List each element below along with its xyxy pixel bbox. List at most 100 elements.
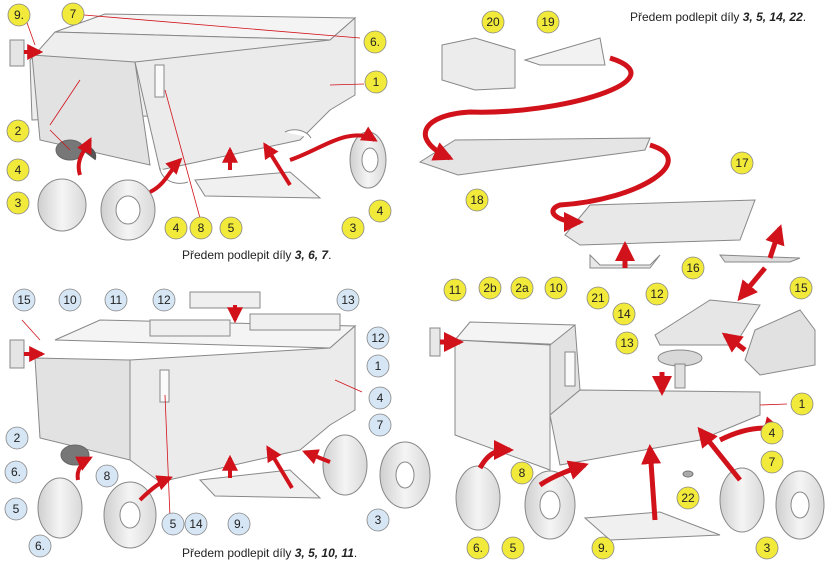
part-bubble-label: 3: [764, 541, 771, 555]
part-bubble-label: 5: [510, 541, 517, 555]
part-bubble: 15: [12, 288, 36, 312]
part-bubble-circle: [61, 2, 85, 26]
part-bubble: 20: [481, 10, 505, 34]
part-bubble-label: 8: [198, 221, 205, 235]
part-bubble-circle: [6, 119, 30, 143]
part-bubble-circle: [227, 512, 251, 536]
part-bubble-circle: [161, 512, 185, 536]
part-bubble-label: 21: [591, 291, 605, 305]
part-bubble-label: 4: [377, 391, 384, 405]
part-bubble-circle: [12, 288, 36, 312]
part-bubble-label: 7: [70, 7, 77, 21]
part-bubble-label: 9.: [14, 8, 24, 22]
part-bubble-label: 6.: [35, 539, 45, 553]
part-bubble: 2a: [510, 276, 534, 300]
part-bubble-circle: [164, 216, 188, 240]
part-bubble-circle: [730, 151, 754, 175]
part-bubble-label: 10: [549, 281, 563, 295]
caption-bottom-left-end: .: [353, 546, 358, 560]
part-bubble: 14: [612, 302, 636, 326]
part-bubble-label: 1: [373, 75, 380, 89]
part-bubble-label: 12: [650, 287, 664, 301]
part-bubble-label: 6.: [473, 541, 483, 555]
part-bubble-circle: [591, 536, 615, 560]
part-bubble: 5: [4, 497, 28, 521]
part-bubble: 4: [760, 421, 784, 445]
part-bubble-label: 2a: [515, 281, 529, 295]
part-bubble-label: 6.: [370, 35, 380, 49]
part-bubble: 7: [61, 2, 85, 26]
leader-lines: [21, 14, 788, 518]
part-bubble-circle: [755, 536, 779, 560]
part-bubble-label: 18: [470, 193, 484, 207]
part-bubble-label: 4: [15, 163, 22, 177]
part-bubble-label: 22: [681, 491, 695, 505]
part-bubble-circle: [368, 386, 392, 410]
part-bubble: 8: [189, 216, 213, 240]
part-bubble: 2: [5, 426, 29, 450]
part-bubble-label: 3: [375, 513, 382, 527]
caption-bottom-left-parts: 3, 5, 10, 11: [294, 546, 354, 560]
assembly-arrows-top-right: [423, 55, 785, 521]
part-bubble: 4: [368, 199, 392, 223]
caption-top-left-parts: 3, 6, 7: [294, 248, 329, 262]
part-bubble-label: 9.: [234, 517, 244, 531]
part-bubble-circle: [481, 10, 505, 34]
caption-top-right-end: .: [802, 10, 807, 24]
part-bubble: 1: [366, 354, 390, 378]
part-bubble-label: 16: [686, 261, 700, 275]
part-bubble-circle: [501, 536, 525, 560]
part-bubble-label: 2b: [483, 281, 497, 295]
part-bubble-circle: [6, 158, 30, 182]
part-bubble-circle: [4, 497, 28, 521]
part-bubble: 2b: [478, 276, 502, 300]
part-bubble-label: 10: [63, 293, 77, 307]
part-bubble-circle: [586, 286, 610, 310]
part-bubble-circle: [366, 354, 390, 378]
part-bubble: 6.: [4, 460, 28, 484]
part-bubble: 6.: [28, 534, 52, 558]
part-bubble-label: 13: [620, 336, 634, 350]
part-bubble-label: 20: [486, 15, 500, 29]
part-bubble: 14: [184, 512, 208, 536]
part-bubble: 4: [164, 216, 188, 240]
part-bubble-label: 9.: [598, 541, 608, 555]
caption-top-right: Předem podlepit díly 3, 5, 14, 22.: [630, 10, 806, 24]
part-bubble-circle: [443, 278, 467, 302]
part-bubble-circle: [219, 216, 243, 240]
caption-top-left: Předem podlepit díly 3, 6, 7.: [182, 248, 331, 262]
part-bubble: 1: [790, 392, 814, 416]
part-bubble: 19: [536, 10, 560, 34]
part-bubble-circle: [510, 276, 534, 300]
part-bubble: 9.: [227, 512, 251, 536]
part-bubble: 3: [366, 508, 390, 532]
assembly-arrows-top-left: [24, 44, 378, 194]
part-bubble: 4: [368, 386, 392, 410]
part-bubble-circle: [789, 276, 813, 300]
part-bubble-label: 12: [157, 293, 171, 307]
part-bubble-circle: [368, 199, 392, 223]
part-bubble-circle: [95, 464, 119, 488]
part-bubble-label: 8: [519, 466, 526, 480]
part-bubble-circle: [184, 512, 208, 536]
part-bubble-label: 5: [13, 502, 20, 516]
part-bubble: 6.: [363, 30, 387, 54]
part-bubble-circle: [4, 460, 28, 484]
part-bubble-label: 17: [735, 156, 749, 170]
part-bubble-label: 2: [14, 431, 21, 445]
part-bubble: 13: [615, 331, 639, 355]
part-bubble: 5: [501, 536, 525, 560]
part-bubble-circle: [152, 288, 176, 312]
assembly-arrows-bottom-left: [24, 305, 331, 502]
part-bubble-circle: [612, 302, 636, 326]
caption-top-right-parts: 3, 5, 14, 22: [742, 10, 803, 24]
part-bubble-circle: [28, 534, 52, 558]
part-bubble: 7: [760, 450, 784, 474]
part-bubble-circle: [510, 461, 534, 485]
part-bubble-circle: [104, 288, 128, 312]
part-bubble-circle: [6, 191, 30, 215]
part-bubble-label: 7: [377, 418, 384, 432]
part-bubble-circle: [366, 508, 390, 532]
part-bubble-label: 11: [110, 293, 123, 307]
